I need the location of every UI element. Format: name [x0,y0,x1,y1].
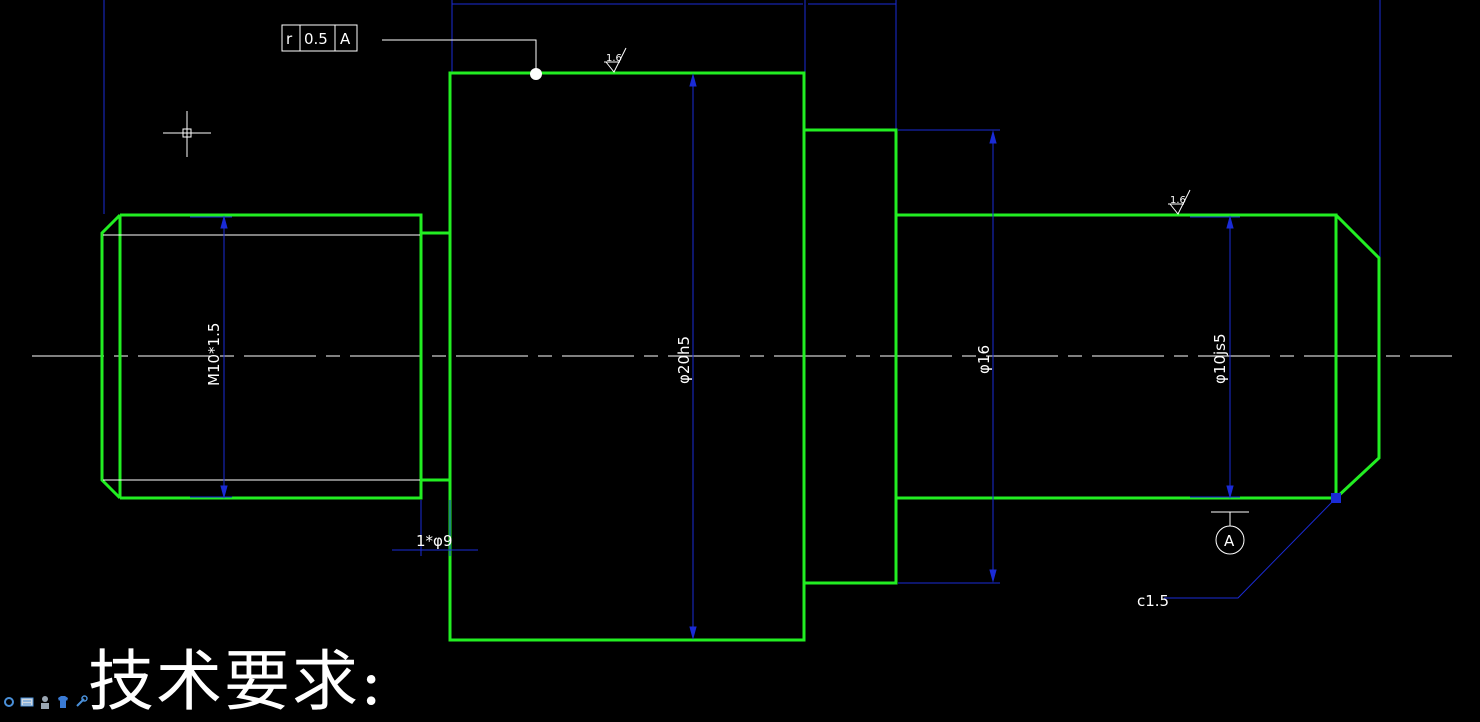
grip-point[interactable] [1331,493,1341,503]
roughness-symbol-right[interactable]: 1.6 [1168,189,1191,215]
roughness-right-value: 1.6 [1170,195,1186,206]
tolerance-frame[interactable]: r 0.5 A [281,24,358,52]
tolerance-value: 0.5 [304,30,328,48]
chamfer-label[interactable]: c1.5 [1137,592,1169,610]
shirt-icon[interactable] [56,695,70,709]
status-bar [0,694,112,710]
thread-chamfer[interactable] [100,213,122,500]
shoulder-diameter-label[interactable]: φ16 [975,345,993,374]
keyboard-icon[interactable] [20,695,34,709]
right-chamfer[interactable] [1334,213,1381,500]
large-diameter-label[interactable]: φ20h5 [675,336,693,384]
tolerance-symbol: r [286,30,293,48]
roughness-left-value: 1.6 [606,53,622,64]
technical-requirements-title: 技术要求: [88,643,385,720]
right-shaft-section[interactable] [896,213,1338,500]
datum-symbol[interactable]: A [1211,511,1249,555]
crosshair-cursor-icon [163,111,211,157]
dimension-lines [190,39,1337,640]
user-icon[interactable] [38,695,52,709]
shoulder-section[interactable] [802,128,898,585]
thread-dimension-label[interactable]: M10*1.5 [205,323,223,386]
wrench-icon[interactable] [74,695,88,709]
right-diameter-label[interactable]: φ10js5 [1211,333,1229,384]
top-dimension-lines [103,0,1381,258]
thread-section[interactable] [120,213,423,500]
settings-icon[interactable] [2,695,16,709]
leader-end-point [530,68,542,80]
datum-label: A [1224,532,1235,550]
thread-minor-lines [103,234,420,481]
groove-dimension-label[interactable]: 1*φ9 [416,532,452,550]
roughness-symbol-left[interactable]: 1.6 [604,47,627,73]
shaft-outline[interactable] [100,71,1381,642]
tolerance-datum: A [340,30,351,48]
